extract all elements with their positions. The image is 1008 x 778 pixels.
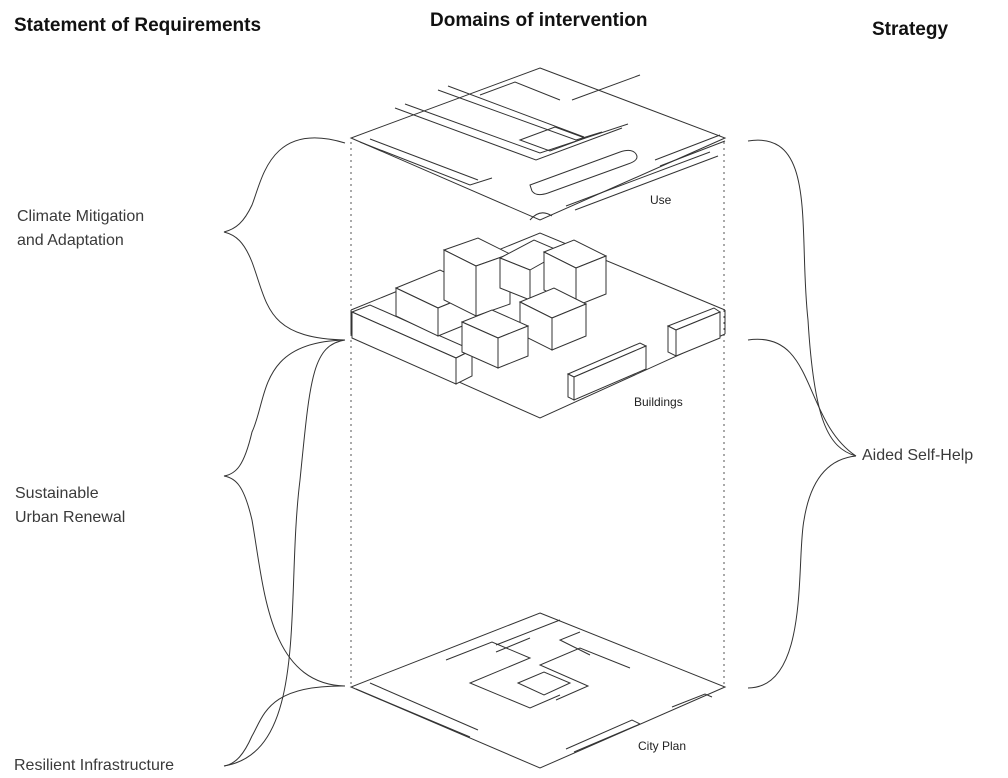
layer-label-city-plan: City Plan [638,739,687,753]
requirement-climate: Climate Mitigation and Adaptation [17,205,144,253]
requirement-resilient: Resilient Infrastructure [14,754,174,778]
requirement-sustainable-line1: Sustainable [15,485,99,502]
requirement-sustainable: Sustainable Urban Renewal [15,482,125,530]
vertical-guides [350,142,725,687]
strategy-aided-self-help: Aided Self-Help [862,447,974,464]
domains-heading: Domains of intervention [430,10,648,31]
strategy-heading: Strategy [872,19,949,40]
requirement-climate-line1: Climate Mitigation [17,208,145,225]
requirement-sustainable-line2: Urban Renewal [15,509,126,526]
strategy-brace [747,139,857,689]
building-bar-low [566,342,648,401]
requirement-climate-line2: and Adaptation [17,232,124,249]
layer-label-use: Use [650,193,672,207]
building-wall-left [350,304,474,385]
building-block-6 [460,309,530,369]
building-block-5 [518,287,588,351]
building-bar-right [666,307,722,357]
requirement-resilient-line1: Resilient Infrastructure [14,757,175,774]
buildings-layer [350,232,726,419]
layer-label-buildings: Buildings [634,395,683,409]
requirement-braces [223,137,346,767]
requirements-heading: Statement of Requirements [14,15,262,36]
use-layer [349,67,727,221]
city-plan-layer [349,612,727,769]
